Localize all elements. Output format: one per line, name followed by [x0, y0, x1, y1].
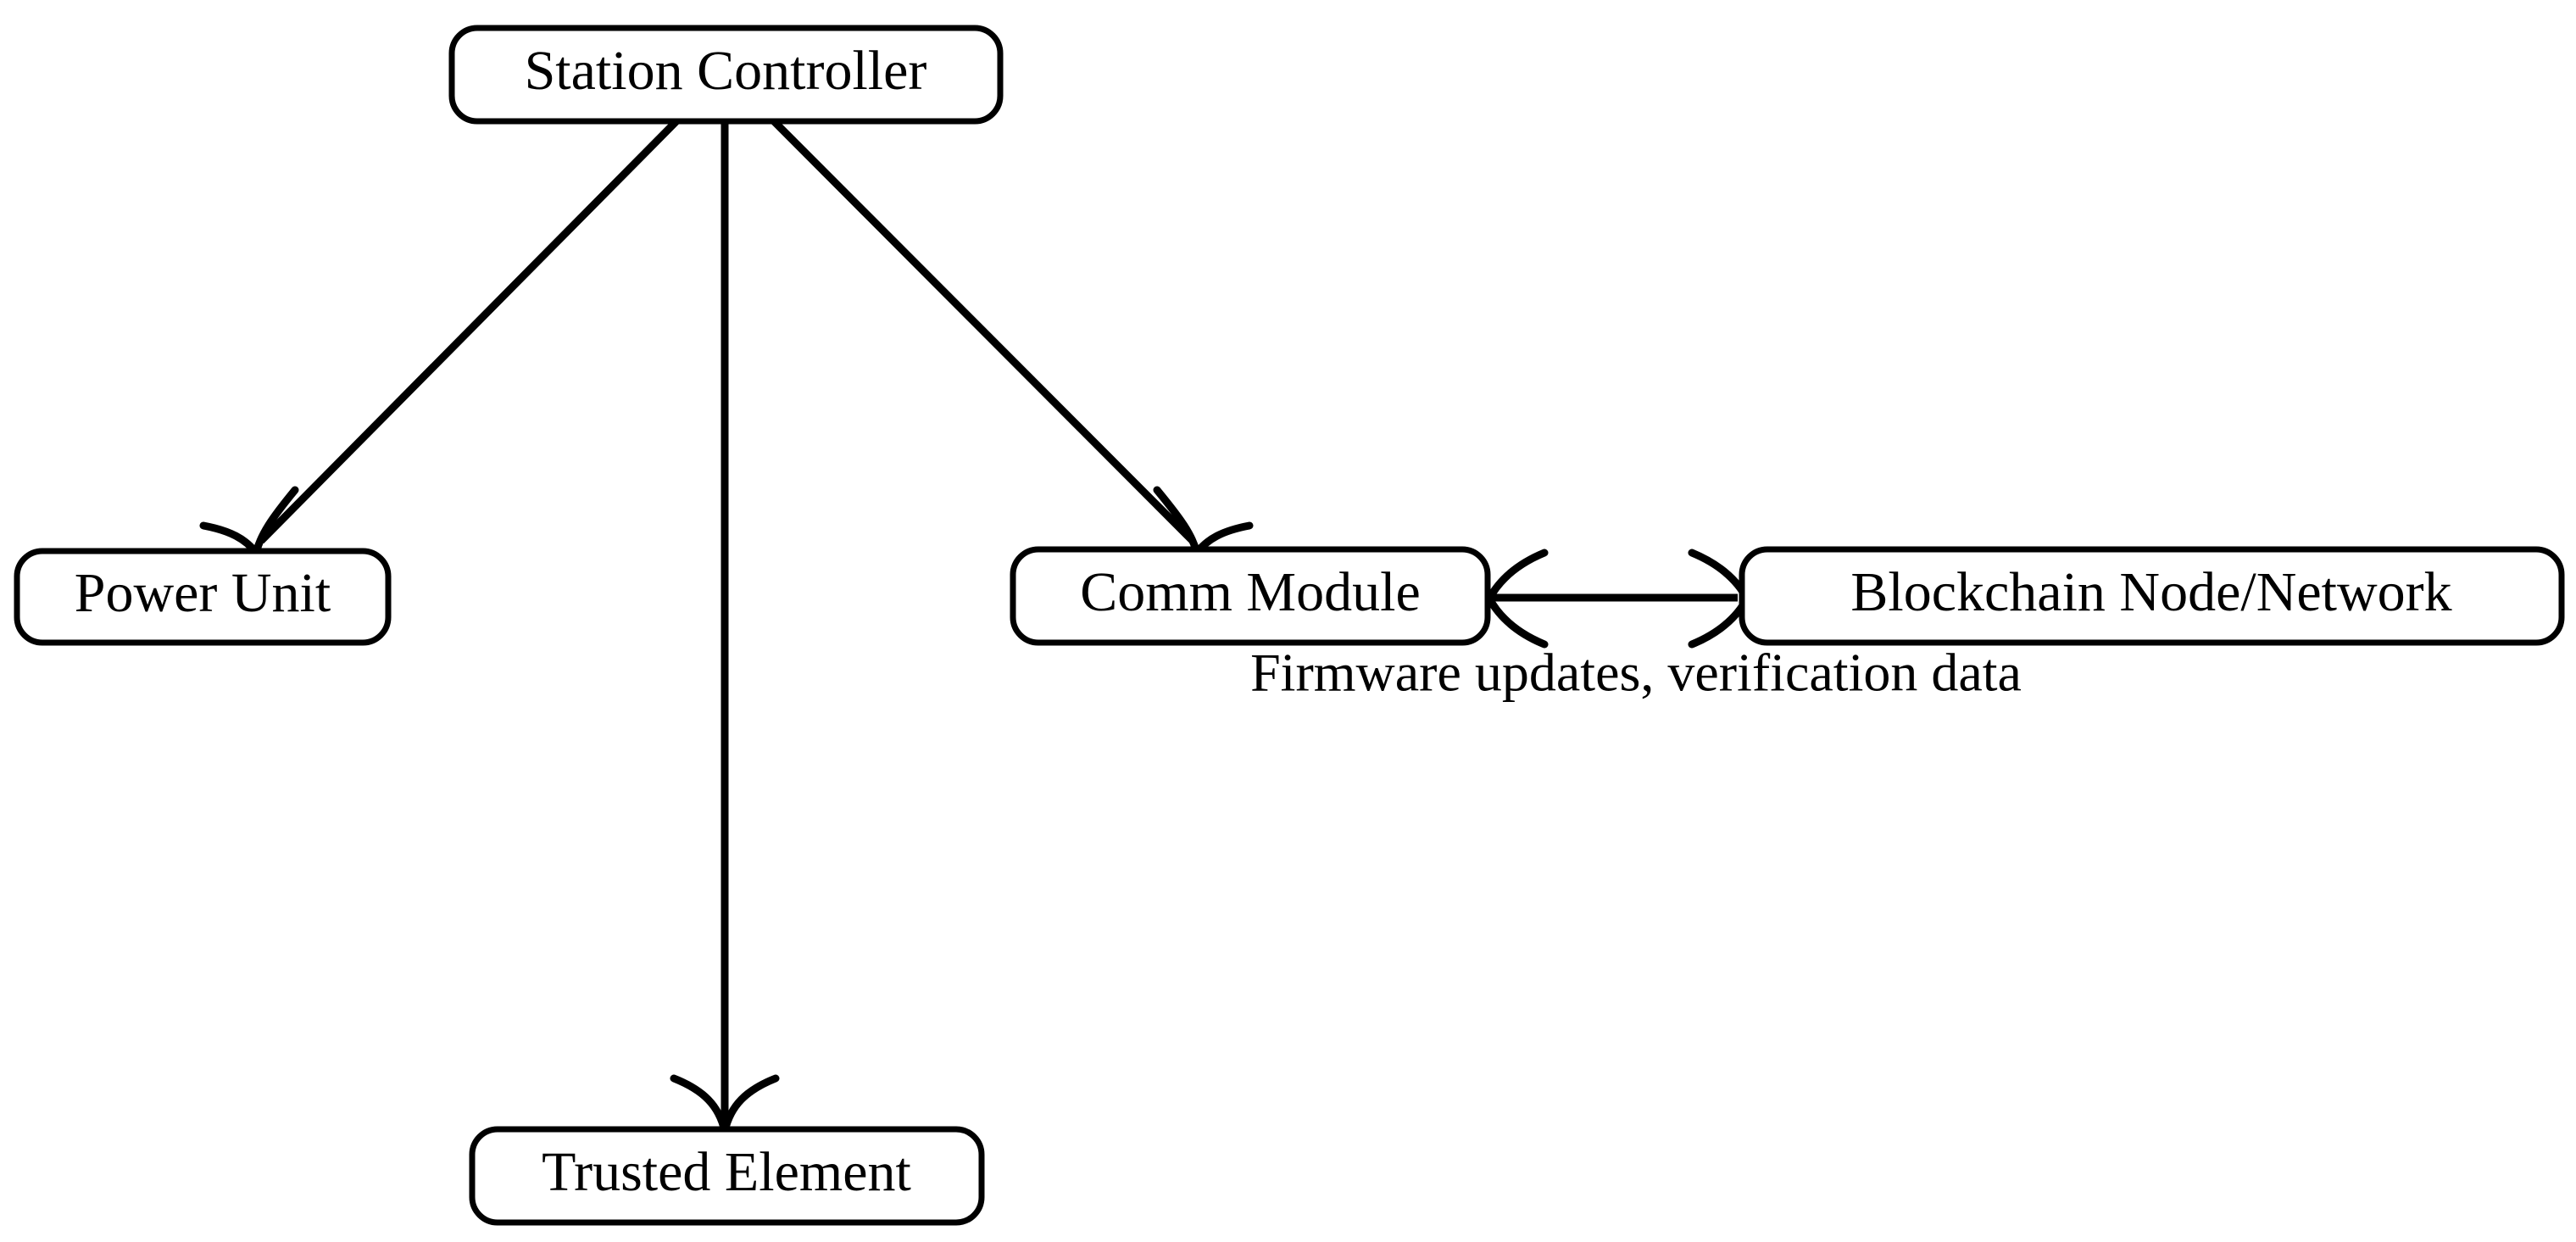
node-shape-blockchain-node[interactable]	[1739, 546, 2565, 646]
node-label-blockchain-node: Blockchain Node/Network	[1850, 561, 2451, 623]
node-shape-comm-module[interactable]	[1010, 546, 1491, 646]
node-blockchain-node[interactable]: Blockchain Node/Network	[1739, 546, 2565, 646]
node-trusted-element[interactable]: Trusted Element	[469, 1126, 985, 1226]
edge-controller-to-power-unit	[199, 118, 680, 557]
node-power-unit[interactable]: Power Unit	[14, 548, 392, 646]
node-shape-station-controller[interactable]	[448, 25, 1004, 125]
edge-controller-to-comm-module	[771, 118, 1254, 557]
node-label-station-controller: Station Controller	[525, 40, 927, 102]
edge-line-controller-comm-module	[771, 118, 1196, 544]
edge-controller-to-trusted-element	[670, 121, 780, 1135]
node-label-comm-module: Comm Module	[1080, 561, 1421, 623]
node-comm-module[interactable]: Comm Module	[1010, 546, 1491, 646]
node-label-trusted-element: Trusted Element	[542, 1141, 911, 1203]
node-label-power-unit: Power Unit	[75, 562, 331, 624]
node-station-controller[interactable]: Station Controller	[448, 25, 1004, 125]
node-shape-trusted-element[interactable]	[469, 1126, 985, 1226]
node-shape-power-unit[interactable]	[14, 548, 392, 646]
edge-line-controller-power-unit	[258, 118, 680, 544]
edge-label-firmware-updates: Firmware updates, verification data	[1250, 643, 2022, 703]
